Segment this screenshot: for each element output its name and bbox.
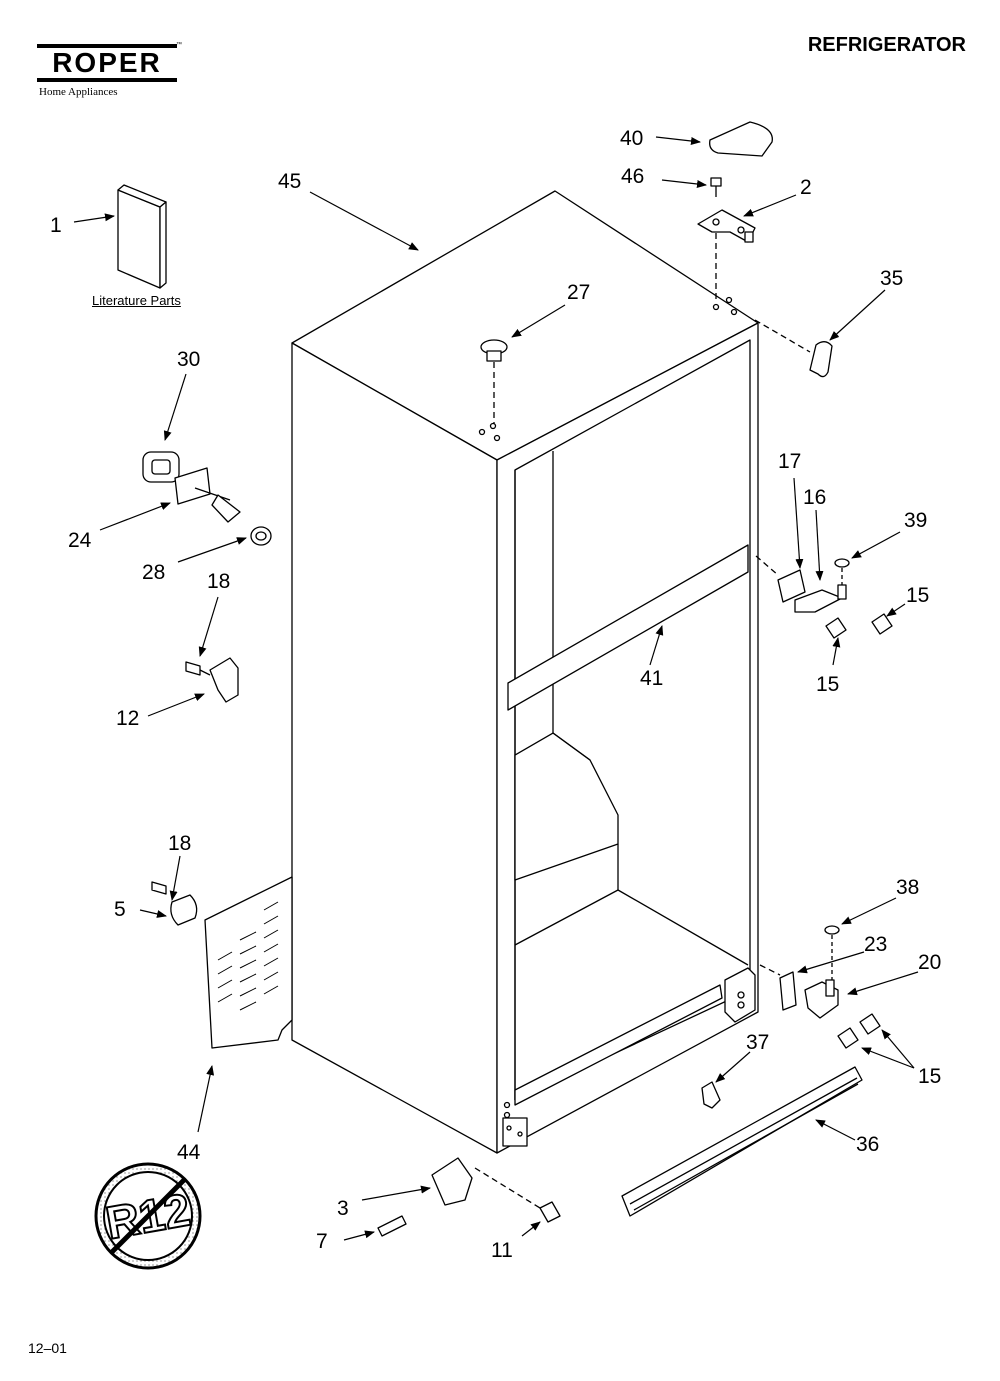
grille-clip: [701, 1081, 721, 1109]
callout-12: 12: [116, 707, 139, 730]
callout-15b: 15: [816, 673, 839, 696]
screw-46: [710, 177, 722, 197]
callout-38: 38: [896, 876, 919, 899]
page-code: 12–01: [28, 1340, 67, 1356]
logo-wordmark: ROPER: [37, 44, 177, 82]
callout-3: 3: [337, 1197, 349, 1220]
toe-grille: [621, 1066, 863, 1217]
callout-labels: 1 40 46 2 45 35 27 30 24 28 18 12 17 16 …: [50, 127, 941, 1262]
callout-1: 1: [50, 214, 62, 237]
literature-parts-label: Literature Parts: [92, 293, 181, 308]
clip-5: [151, 881, 198, 926]
callout-15c: 15: [918, 1065, 941, 1088]
callout-5: 5: [114, 898, 126, 921]
callout-40: 40: [620, 127, 643, 150]
top-hinge-cover: [709, 121, 773, 157]
callout-45: 45: [278, 170, 301, 193]
callout-11: 11: [491, 1239, 513, 1262]
leveling-parts: [377, 1157, 561, 1237]
callout-15a: 15: [906, 584, 929, 607]
middle-hinge: [777, 558, 893, 639]
callout-28: 28: [142, 561, 165, 584]
callout-2: 2: [800, 176, 812, 199]
lower-hinge: [779, 925, 881, 1049]
callout-37: 37: [746, 1031, 769, 1054]
no-r12-badge: R12: [94, 1162, 202, 1270]
callout-46: 46: [621, 165, 644, 188]
callout-17: 17: [778, 450, 801, 473]
callout-30: 30: [177, 348, 200, 371]
top-hinge: [697, 209, 756, 243]
callout-44: 44: [177, 1141, 201, 1164]
callout-27: 27: [567, 281, 590, 304]
callout-41: 41: [640, 667, 663, 690]
page-title: REFRIGERATOR: [807, 34, 966, 56]
callout-24: 24: [68, 529, 92, 552]
callout-23: 23: [864, 933, 887, 956]
callout-16: 16: [803, 486, 826, 509]
callout-18b: 18: [168, 832, 191, 855]
callout-36: 36: [856, 1133, 879, 1156]
literature-booklet: [117, 184, 167, 289]
cabinet-shell: [291, 190, 759, 1154]
rear-grille: [204, 876, 293, 1049]
logo-trademark: ™: [176, 42, 182, 48]
callout-18a: 18: [207, 570, 230, 593]
logo-subtitle: Home Appliances: [39, 86, 118, 98]
thermostat-knob-parts: [142, 451, 272, 546]
callout-7: 7: [316, 1230, 328, 1253]
callout-20: 20: [918, 951, 941, 974]
callout-35: 35: [880, 267, 903, 290]
callout-39: 39: [904, 509, 927, 532]
bracket-12: [185, 657, 239, 703]
top-plug: [480, 339, 508, 362]
hinge-cap: [809, 341, 833, 378]
